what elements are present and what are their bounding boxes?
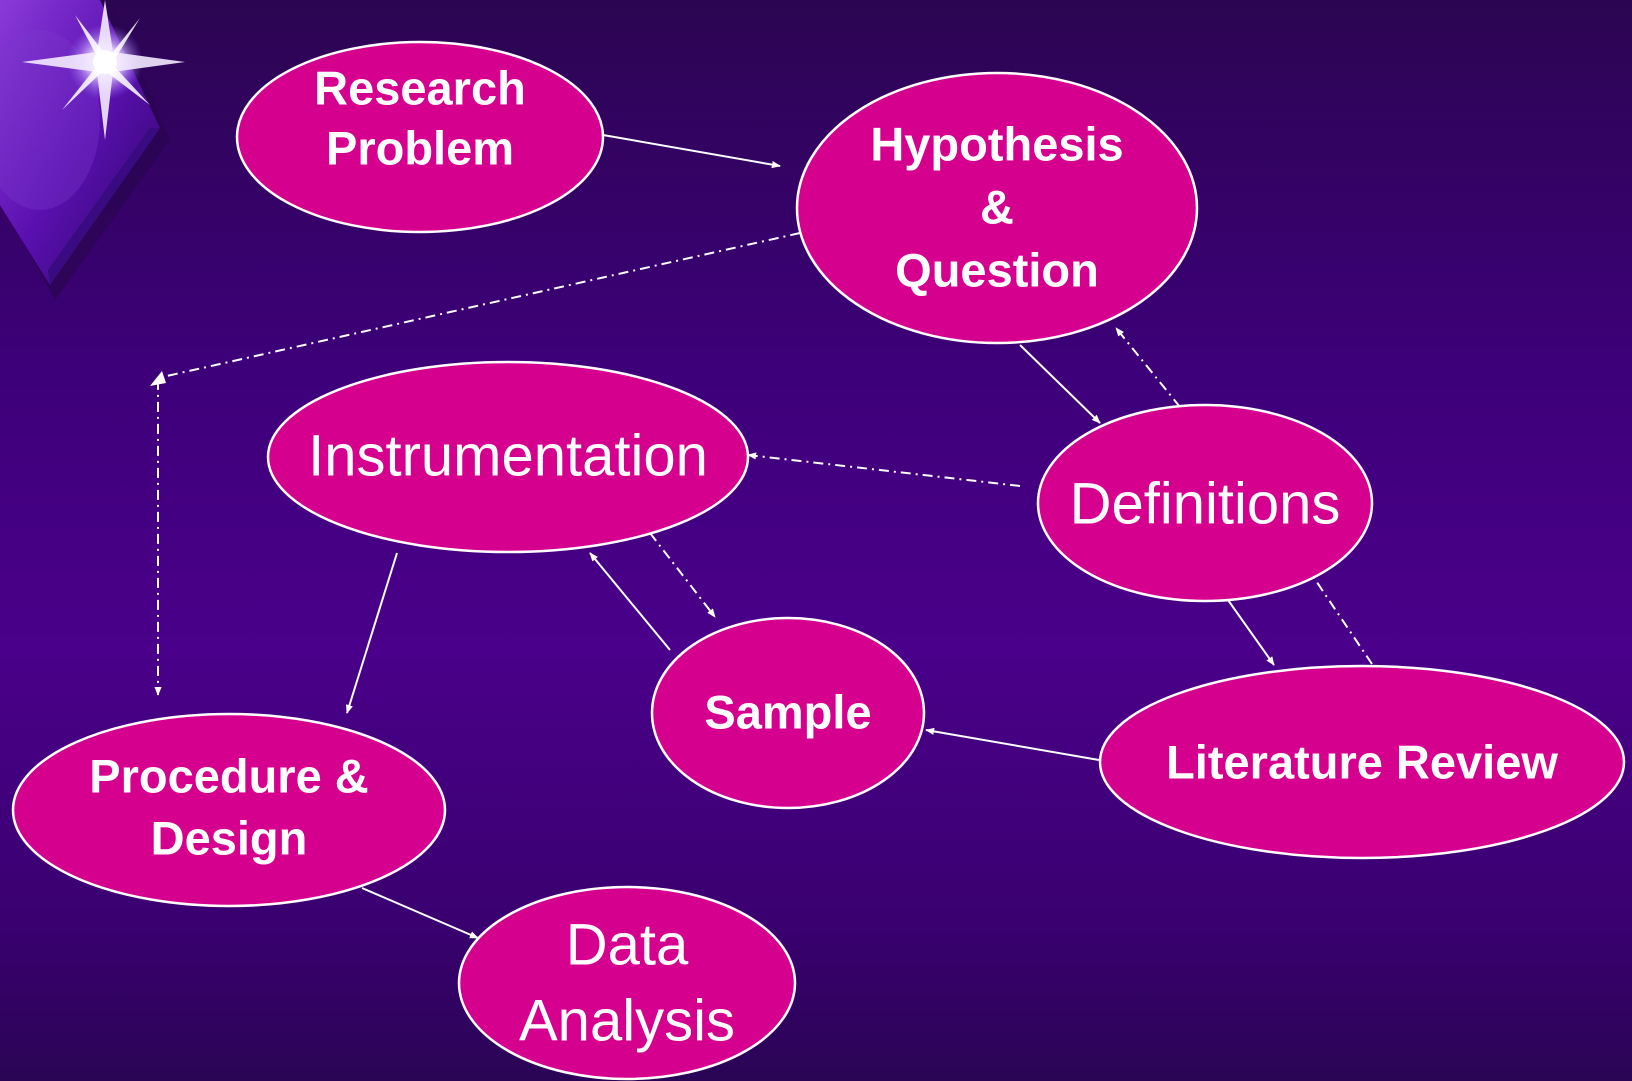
arrow-instrumentation-to-sample: [649, 532, 716, 618]
node-data-analysis-shape: [457, 885, 797, 1081]
node-hypothesis-question-label: &: [980, 180, 1014, 233]
connector-arrows: [150, 134, 1373, 939]
arrow-literature-to-sample: [925, 727, 1100, 761]
node-instrumentation: Instrumentation: [266, 360, 750, 554]
node-hypothesis-question-label: Hypothesis: [870, 117, 1123, 170]
arrow-literature-to-definitions: [1307, 568, 1373, 665]
node-literature-review-label: Literature Review: [1166, 735, 1558, 788]
node-procedure-design: Procedure & Design: [11, 712, 447, 908]
node-definitions-label: Definitions: [1070, 471, 1341, 536]
node-research-problem-label: Research: [314, 61, 526, 114]
arrow-instrumentation-to-procedure: [345, 552, 398, 714]
arrow-sample-to-instrumentation: [589, 552, 671, 651]
node-sample-shape: [650, 616, 926, 810]
node-instrumentation-shape: [266, 360, 750, 554]
node-research-problem-label: Problem: [326, 121, 514, 174]
arrow-definitions-to-literature: [1227, 599, 1275, 666]
arrow-definitions-to-hypothesis: [1115, 327, 1181, 408]
node-data-analysis-label: Data: [566, 912, 689, 977]
node-hypothesis-question-shape: [795, 71, 1199, 345]
node-instrumentation-label: Instrumentation: [308, 423, 708, 488]
node-hypothesis-question-label: Question: [895, 243, 1099, 296]
node-research-problem-shape: [235, 40, 605, 234]
node-definitions-shape: [1036, 403, 1374, 603]
node-literature-review-shape: [1098, 664, 1626, 860]
node-sample-label: Sample: [704, 685, 871, 738]
arrowhead-corner: [150, 371, 166, 386]
node-definitions: Definitions: [1036, 403, 1374, 603]
arrow-procedure-to-data-analysis: [361, 887, 479, 939]
node-sample: Sample: [650, 616, 926, 810]
node-data-analysis-label: Analysis: [519, 988, 735, 1053]
node-procedure-design-shape: [11, 712, 447, 908]
arrow-problem-to-hypothesis: [602, 134, 781, 169]
sparkle-star-icon: [22, 0, 185, 140]
arrow-hypothesis-to-definitions: [1019, 344, 1101, 424]
node-procedure-design-label: Procedure &: [89, 749, 368, 802]
node-hypothesis-question: Hypothesis & Question: [795, 71, 1199, 345]
arrow-definitions-to-instrumentation: [747, 452, 1021, 487]
node-literature-review: Literature Review: [1098, 664, 1626, 860]
node-procedure-design-label: Design: [151, 811, 308, 864]
